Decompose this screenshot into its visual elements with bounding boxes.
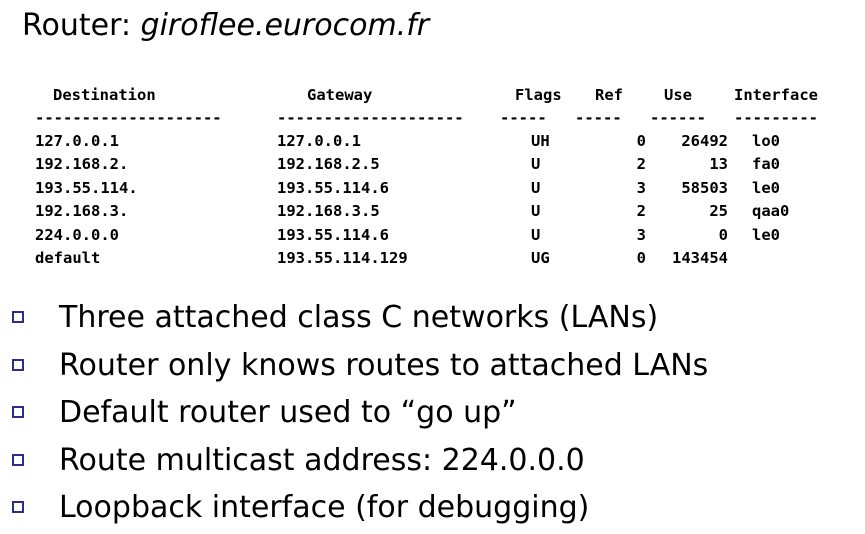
bullet-text: Default router used to “go up” [59, 395, 517, 430]
title-prefix: Router: [22, 8, 141, 43]
list-item: Route multicast address: 224.0.0.0 [12, 439, 857, 487]
cell-ref: 0 [636, 248, 646, 267]
cell-destination: 127.0.0.1 [35, 132, 119, 150]
cell-flags: U [531, 225, 541, 244]
rule-use: ------ [650, 109, 706, 127]
router-hostname: giroflee.eurocom.fr [140, 8, 430, 43]
cell-ref: 3 [636, 225, 646, 244]
list-item: Router only knows routes to attached LAN… [12, 344, 857, 392]
cell-destination: 192.168.2. [35, 155, 129, 174]
square-bullet-icon [12, 311, 24, 323]
cell-use: 58503 [681, 178, 728, 197]
cell-use: 143454 [672, 248, 728, 267]
cell-flags: U [531, 202, 541, 221]
bullet-text: Router only knows routes to attached LAN… [59, 347, 709, 383]
cell-use: 13 [709, 155, 728, 174]
list-item: Default router used to “go up” [12, 391, 857, 439]
cell-flags: UG [531, 248, 550, 267]
cell-flags: U [531, 155, 541, 174]
header-flags: Flags [515, 86, 562, 104]
cell-interface: fa0 [752, 155, 780, 174]
header-gateway: Gateway [307, 86, 373, 104]
square-bullet-icon [12, 406, 24, 418]
rule-destination: -------------------- [35, 109, 222, 127]
cell-ref: 3 [636, 178, 646, 197]
cell-use: 0 [718, 225, 728, 244]
square-bullet-icon [12, 453, 24, 466]
cell-destination: 193.55.114. [35, 178, 138, 197]
cell-destination: 224.0.0.0 [35, 225, 119, 244]
square-bullet-icon [12, 358, 24, 371]
cell-interface: le0 [752, 225, 780, 244]
bullet-list: Three attached class C networks (LANs) R… [12, 296, 857, 534]
header-use: Use [664, 86, 692, 104]
rule-ref: ----- [575, 109, 622, 127]
cell-gateway: 192.168.3.5 [277, 202, 380, 221]
cell-gateway: 193.55.114.6 [277, 225, 389, 244]
bullet-text: Loopback interface (for debugging) [59, 490, 590, 525]
cell-interface: qaa0 [752, 202, 790, 221]
cell-use: 25 [709, 202, 728, 221]
rule-gateway: -------------------- [277, 109, 464, 127]
cell-ref: 2 [636, 202, 646, 221]
cell-gateway: 127.0.0.1 [277, 132, 361, 150]
slide-title: Router: giroflee.eurocom.fr [22, 8, 429, 43]
header-interface: Interface [734, 86, 818, 104]
header-ref: Ref [595, 86, 623, 104]
bullet-text: Route multicast address: 224.0.0.0 [59, 442, 585, 478]
header-destination: Destination [53, 86, 156, 104]
rule-flags: ----- [500, 109, 547, 127]
cell-flags: U [531, 178, 541, 197]
cell-gateway: 193.55.114.129 [277, 248, 408, 267]
cell-destination: default [35, 248, 101, 267]
rule-interface: --------- [734, 109, 818, 127]
cell-gateway: 192.168.2.5 [277, 155, 380, 174]
cell-interface: lo0 [752, 132, 780, 150]
bullet-text: Three attached class C networks (LANs) [59, 300, 659, 335]
cell-flags: UH [531, 132, 550, 150]
square-bullet-icon [12, 501, 24, 513]
cell-interface: le0 [752, 178, 780, 197]
cell-ref: 2 [636, 155, 646, 174]
list-item: Three attached class C networks (LANs) [12, 296, 857, 344]
cell-use: 26492 [681, 132, 728, 150]
cell-gateway: 193.55.114.6 [277, 178, 389, 197]
list-item: Loopback interface (for debugging) [12, 486, 857, 534]
cell-destination: 192.168.3. [35, 202, 129, 221]
cell-ref: 0 [636, 132, 646, 150]
